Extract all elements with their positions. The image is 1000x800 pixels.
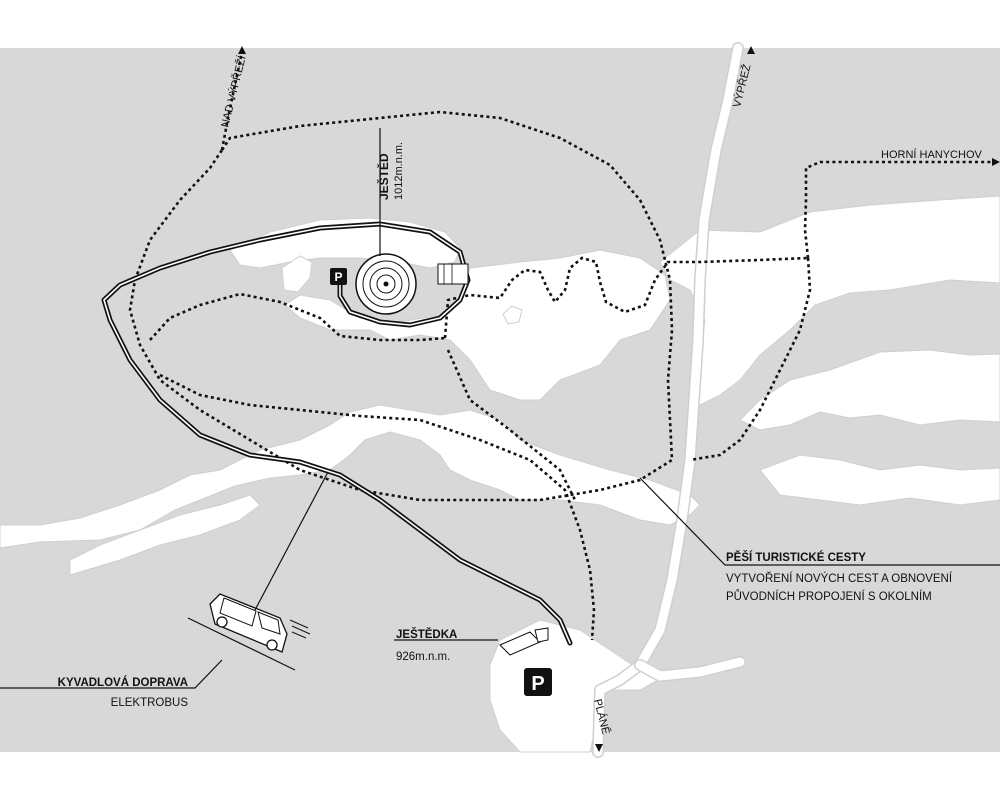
arrow-icon: [747, 46, 755, 54]
trails-leader: [639, 477, 1000, 566]
shuttle-leader: [0, 659, 223, 689]
parking-icon: P: [330, 268, 347, 285]
dest-horni-hanychov: HORNÍ HANYCHOV: [881, 148, 1000, 166]
hiking-trails: [128, 51, 994, 641]
trails-description-2: PŮVODNÍCH PROPOJENÍ S OKOLNÍM: [726, 590, 932, 603]
trail-east-loop: [803, 160, 994, 259]
summit-building: [437, 263, 469, 285]
clearing-right-lower: [759, 454, 1000, 506]
clearing-central: [284, 249, 671, 401]
shuttle-leader-up: [254, 471, 329, 611]
arrow-icon: [238, 46, 246, 54]
dest-horni-hanychov-label: HORNÍ HANYCHOV: [881, 148, 983, 161]
parking-summit-label: P: [334, 270, 342, 284]
tower-icon: [355, 253, 469, 315]
trail-inner-west: [149, 292, 446, 342]
summit-name: JEŠTĚD: [376, 153, 391, 200]
lower-station-building: [499, 627, 549, 656]
clearing-left-band: [0, 404, 701, 549]
bus-icon: [187, 593, 311, 671]
arrow-icon: [992, 158, 1000, 166]
trail-inner-south: [159, 373, 596, 641]
access-road: [101, 221, 573, 646]
summit-elevation: 1012m.n.m.: [393, 142, 405, 200]
clearings: [0, 195, 1000, 753]
trail-serpentine: [443, 256, 809, 339]
lower-station-name: JEŠTĚDKA: [396, 628, 457, 641]
shuttle-title: KYVADLOVÁ DOPRAVA: [58, 676, 188, 689]
trail-east-down: [689, 257, 812, 462]
trails-title: PĚŠÍ TURISTICKÉ CESTY: [726, 551, 866, 564]
clearing-left-lower: [69, 494, 261, 576]
clearing-pond: [502, 305, 523, 325]
clearing-summit-west: [281, 255, 313, 293]
arrow-icon: [595, 744, 603, 752]
shuttle-subtitle: ELEKTROBUS: [111, 697, 189, 709]
trail-outer-loop: [128, 110, 674, 502]
parking-lower-label: P: [531, 673, 544, 695]
trails-description-1: VYTVOŘENÍ NOVÝCH CEST A OBNOVENÍ: [726, 572, 953, 585]
trail-nad-vyprezi: [220, 51, 244, 151]
trail-center-diagonal: [446, 349, 577, 501]
lower-station-elevation: 926m.n.m.: [396, 651, 450, 663]
clearing-right-band: [739, 349, 1000, 431]
parking-icon: P: [524, 668, 552, 696]
